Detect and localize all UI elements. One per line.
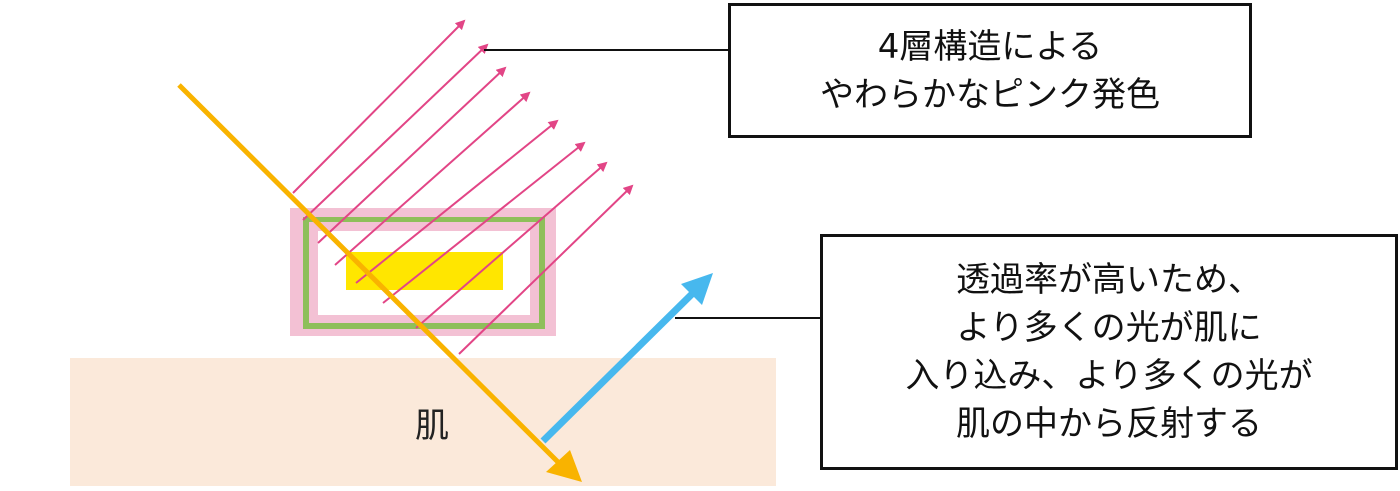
- reflected-pink-rays: [292, 19, 634, 355]
- pink-ray-arrow-icon: [382, 141, 586, 304]
- pink-ray-arrow-icon: [355, 119, 559, 284]
- pink-ray-arrow-icon: [302, 43, 489, 221]
- pink-ray-arrow-icon: [317, 66, 507, 244]
- callout-text-line: 肌の中から反射する: [956, 404, 1262, 444]
- callout-transmittance: 透過率が高いため、 より多くの光が肌に 入り込み、より多くの光が 肌の中から反射…: [820, 234, 1398, 470]
- callout-text-line: やわらかなピンク発色: [820, 74, 1160, 115]
- callout-text-line: 入り込み、より多くの光が: [905, 356, 1313, 396]
- pink-ray-arrow-icon: [334, 91, 531, 266]
- callout-text-line: より多くの光が肌に: [956, 308, 1262, 348]
- incident-light-arrow-icon: [177, 83, 582, 482]
- reflected-light-arrow-icon: [540, 273, 713, 444]
- callout-layer-structure: 4層構造による やわらかなピンク発色: [728, 3, 1252, 138]
- skin-layer: [70, 358, 776, 486]
- callout-text-line: 4層構造による: [877, 26, 1103, 67]
- skin-label: 肌: [415, 406, 449, 446]
- callout-text-line: 透過率が高いため、: [956, 260, 1262, 300]
- pink-ray-arrow-icon: [292, 19, 466, 194]
- pink-ray-arrow-icon: [415, 161, 608, 329]
- pink-ray-arrow-icon: [458, 184, 634, 355]
